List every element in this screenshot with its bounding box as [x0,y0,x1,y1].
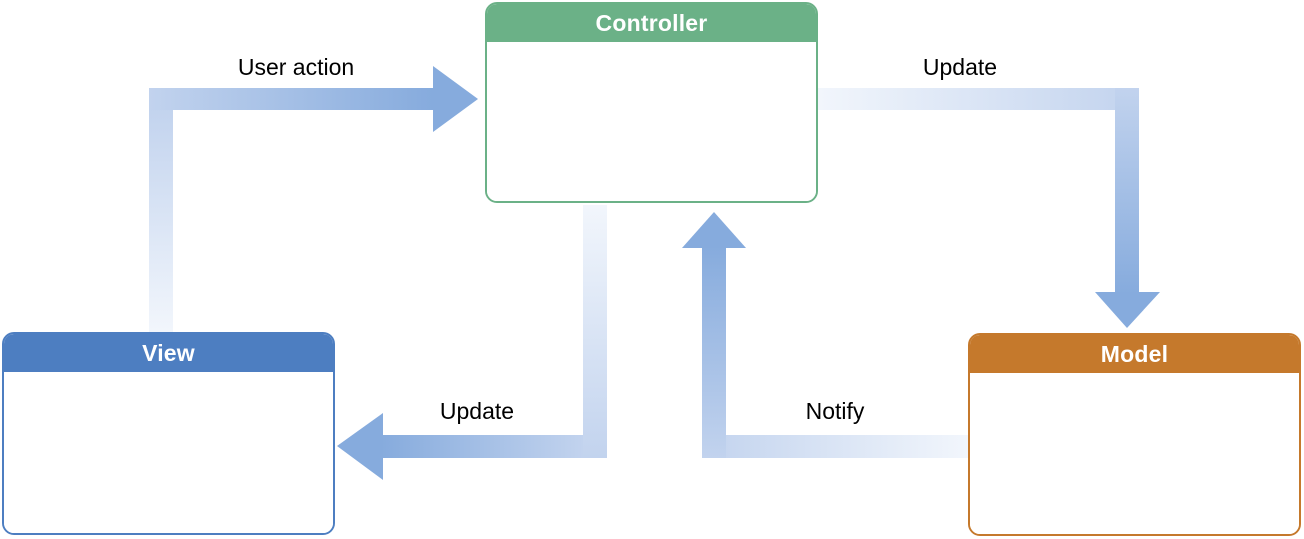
notify-label: Notify [805,398,865,424]
arrow-notify [682,212,968,458]
arrow-update-view-vertical-shaft [583,205,607,458]
controller-header: Controller [487,4,816,42]
controller-title: Controller [595,9,708,36]
arrow-update-view [337,205,607,480]
arrow-notify-horizontal-shaft [702,435,968,458]
arrow-update-model-horizontal-shaft [818,88,1139,110]
view-title: View [142,339,195,366]
arrow-user-action-vertical-shaft [149,108,173,332]
model-box: Model [968,333,1301,536]
user-action-label: User action [237,54,355,80]
arrowhead-left-icon [337,413,383,480]
view-header: View [4,334,333,372]
update-view-label: Update [439,398,515,424]
arrowhead-right-icon [433,66,478,132]
arrow-update-model [818,88,1160,328]
update-model-label: Update [922,54,998,80]
model-title: Model [1100,340,1169,367]
controller-body [487,42,816,201]
arrow-update-view-horizontal-shaft [381,435,583,458]
arrowhead-down-icon [1095,292,1160,328]
arrow-notify-vertical-shaft [702,246,726,458]
model-header: Model [970,335,1299,373]
arrowhead-up-icon [682,212,746,248]
view-body [4,372,333,533]
model-body [970,373,1299,534]
controller-box: Controller [485,2,818,203]
arrow-update-model-vertical-shaft [1115,88,1139,294]
arrow-user-action-horizontal-shaft [149,88,433,110]
arrow-user-action [149,66,478,332]
view-box: View [2,332,335,535]
